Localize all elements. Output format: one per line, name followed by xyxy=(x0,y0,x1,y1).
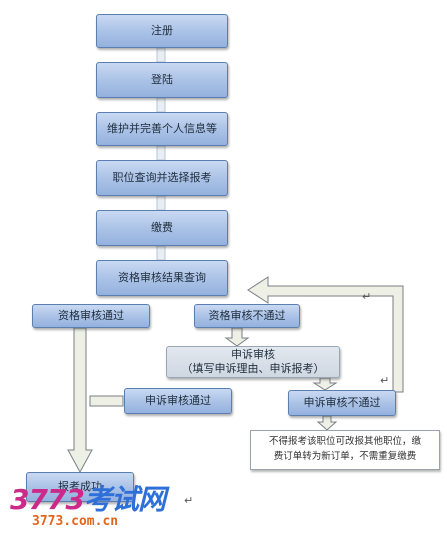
appeal-pass-step: 申诉审核通过 xyxy=(124,388,232,414)
fail-to-note-arrow xyxy=(316,415,338,431)
login-step: 登陆 xyxy=(96,62,228,98)
review-query-label: 资格审核结果查询 xyxy=(118,271,206,284)
login-label: 登陆 xyxy=(151,73,173,86)
register-label: 注册 xyxy=(151,24,173,37)
maintain-info-label: 维护并完善个人信息等 xyxy=(107,122,217,135)
review-query-step: 资格审核结果查询 xyxy=(96,260,228,296)
register-step: 注册 xyxy=(96,14,228,48)
paragraph-mark-2: ↵ xyxy=(380,374,390,387)
site-watermark-logo: 3773考试网 3773.com.cn xyxy=(2,478,192,544)
paragraph-mark-3: ↵ xyxy=(184,494,194,507)
success-label: 报考成功 xyxy=(58,480,102,493)
review-fail-step: 资格审核不通过 xyxy=(194,304,300,328)
success-step: 报考成功 xyxy=(26,472,134,502)
loop-back-arrow xyxy=(247,276,404,393)
review-pass-label: 资格审核通过 xyxy=(58,309,124,322)
appeal-fail-step: 申诉审核不通过 xyxy=(288,390,396,416)
appeal-pass-label: 申诉审核通过 xyxy=(145,394,211,407)
appeal-subtitle: （填写申诉理由、申诉报考） xyxy=(181,362,325,375)
pay-step: 缴费 xyxy=(96,210,228,246)
appeal-step: 申诉审核 （填写申诉理由、申诉报考） xyxy=(166,346,340,378)
fail-to-appeal-arrow xyxy=(224,327,250,347)
paragraph-mark-1: ↵ xyxy=(362,290,372,303)
select-job-label: 职位查询并选择报考 xyxy=(112,171,212,184)
note-line-2: 费订单转为新订单，不需重复缴费 xyxy=(273,451,417,462)
select-job-step: 职位查询并选择报考 xyxy=(96,160,228,196)
watermark-cn: 考试网 xyxy=(83,483,166,516)
maintain-info-step: 维护并完善个人信息等 xyxy=(96,112,228,146)
main-chain-connectors xyxy=(156,47,166,261)
appeal-fail-label: 申诉审核不通过 xyxy=(303,396,381,409)
review-fail-label: 资格审核不通过 xyxy=(208,309,286,322)
note-line-1: 不得报考该职位可改报其他职位，缴 xyxy=(268,436,421,447)
reapply-note: 不得报考该职位可改报其他职位，缴 费订单转为新订单，不需重复缴费 xyxy=(250,430,440,470)
appeal-to-fail-arrow xyxy=(312,377,338,391)
watermark-number: 3773 xyxy=(10,483,85,516)
pay-label: 缴费 xyxy=(151,221,173,234)
appeal-pass-join-arrow xyxy=(89,395,124,407)
pass-to-success-arrow xyxy=(67,327,93,474)
review-pass-step: 资格审核通过 xyxy=(32,304,150,328)
appeal-title: 申诉审核 xyxy=(231,348,275,361)
watermark-url: 3773.com.cn xyxy=(32,514,119,529)
